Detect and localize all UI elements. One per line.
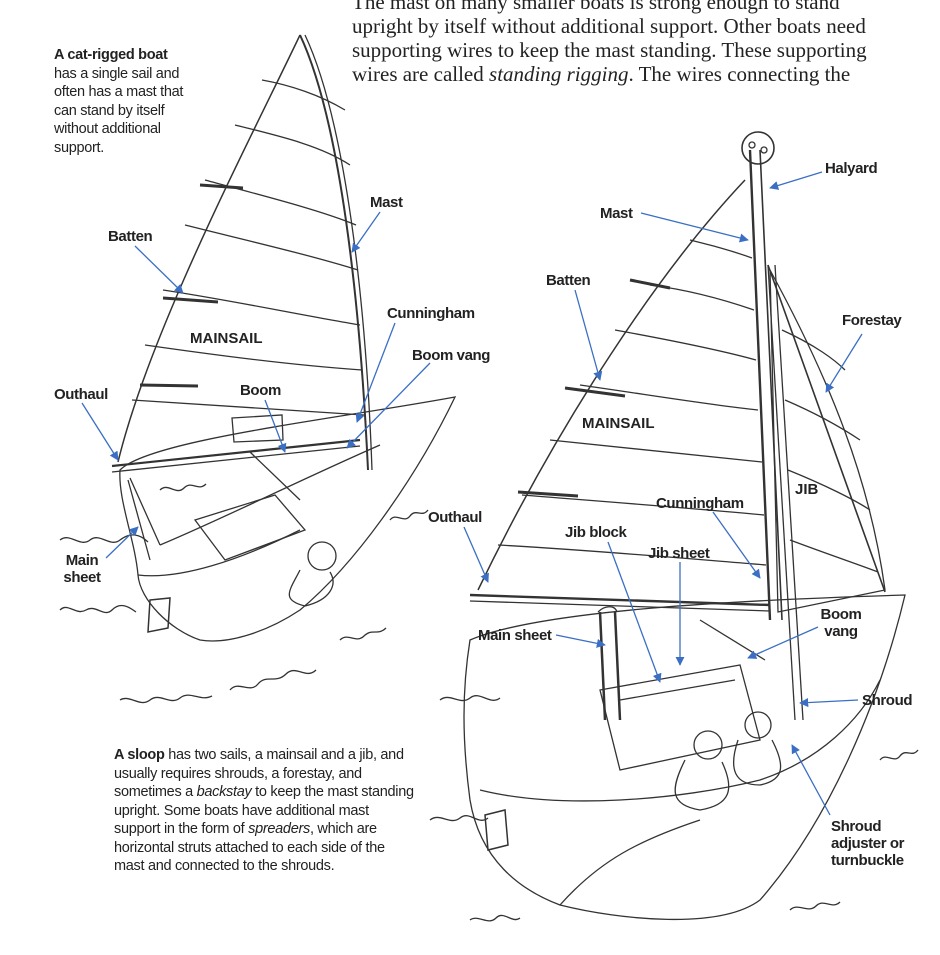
body-line-3: supporting wires to keep the mast standi… bbox=[352, 38, 867, 62]
cat-rigged-caption: A cat-rigged boat has a single sail and … bbox=[54, 46, 184, 157]
sloop-label-boom-vang: Boom vang bbox=[816, 606, 866, 640]
sloop-label-mainsail: MAINSAIL bbox=[582, 415, 655, 432]
sloop-caption-lead: A sloop bbox=[114, 747, 165, 763]
cat-label-batten: Batten bbox=[108, 228, 153, 245]
body-line-2: upright by itself without additional sup… bbox=[352, 14, 866, 38]
cat-label-mainsail: MAINSAIL bbox=[190, 330, 263, 347]
backstay-term: backstay bbox=[196, 784, 252, 800]
sloop-label-shroud-adjuster: Shroud adjuster or turnbuckle bbox=[831, 818, 905, 869]
sloop-caption-part2: to keep the mast standing upright. Some … bbox=[114, 784, 414, 837]
sloop-label-shroud-adjuster-line3: turnbuckle bbox=[831, 852, 904, 869]
sloop-label-mast: Mast bbox=[600, 205, 633, 222]
sloop-label-main-sheet: Main sheet bbox=[478, 627, 552, 644]
label-pointers bbox=[81, 171, 863, 816]
sloop-label-shroud-adjuster-line1: Shroud bbox=[831, 818, 882, 835]
cat-label-main-sheet: Main sheet bbox=[60, 552, 104, 586]
body-line-1: The mast on many smaller boats is strong… bbox=[352, 0, 840, 14]
cat-label-boom-vang: Boom vang bbox=[412, 347, 491, 364]
body-line-4: wires are called standing rigging. The w… bbox=[352, 62, 912, 86]
cat-label-cunningham: Cunningham bbox=[387, 305, 475, 322]
cat-caption-rest: has a single sail and often has a mast t… bbox=[54, 65, 184, 156]
standing-rigging-term: standing rigging bbox=[489, 62, 629, 86]
cat-label-main-sheet-line1: Main bbox=[65, 552, 99, 569]
cat-caption-lead: A cat-rigged boat bbox=[54, 47, 168, 63]
sloop-caption-part1: has two sails, a mainsail and a jib, and… bbox=[114, 747, 404, 800]
cat-label-mast: Mast bbox=[370, 194, 403, 211]
sloop-label-outhaul: Outhaul bbox=[428, 509, 482, 526]
sloop-label-halyard: Halyard bbox=[825, 160, 878, 177]
body-text: The mast on many smaller boats is strong… bbox=[352, 0, 912, 86]
sloop-label-jib-sheet: Jib sheet bbox=[648, 545, 710, 562]
body-line-4b: . The wires connecting the bbox=[628, 62, 851, 86]
sloop-label-cunningham: Cunningham bbox=[656, 495, 744, 512]
sloop-label-jib-block: Jib block bbox=[565, 524, 627, 541]
sloop-label-boom-vang-line1: Boom bbox=[820, 606, 862, 623]
sloop-label-shroud: Shroud bbox=[862, 692, 913, 709]
sloop-label-boom-vang-line2: vang bbox=[824, 623, 858, 640]
cat-boat-drawing bbox=[59, 34, 457, 704]
cat-label-main-sheet-line2: sheet bbox=[63, 569, 101, 586]
body-line-4a: wires are called bbox=[352, 62, 490, 86]
sloop-caption: A sloop has two sails, a mainsail and a … bbox=[114, 746, 414, 876]
sloop-label-batten: Batten bbox=[546, 272, 591, 289]
spreaders-term: spreaders bbox=[248, 821, 310, 837]
sloop-label-jib: JIB bbox=[795, 481, 819, 498]
sloop-label-forestay: Forestay bbox=[842, 312, 902, 329]
cat-label-outhaul: Outhaul bbox=[54, 386, 108, 403]
sloop-caption-part3: , which are horizontal struts attached t… bbox=[114, 821, 385, 874]
sloop-drawing bbox=[429, 131, 919, 922]
sloop-label-shroud-adjuster-line2: adjuster or bbox=[831, 835, 905, 852]
cat-label-boom: Boom bbox=[240, 382, 281, 399]
